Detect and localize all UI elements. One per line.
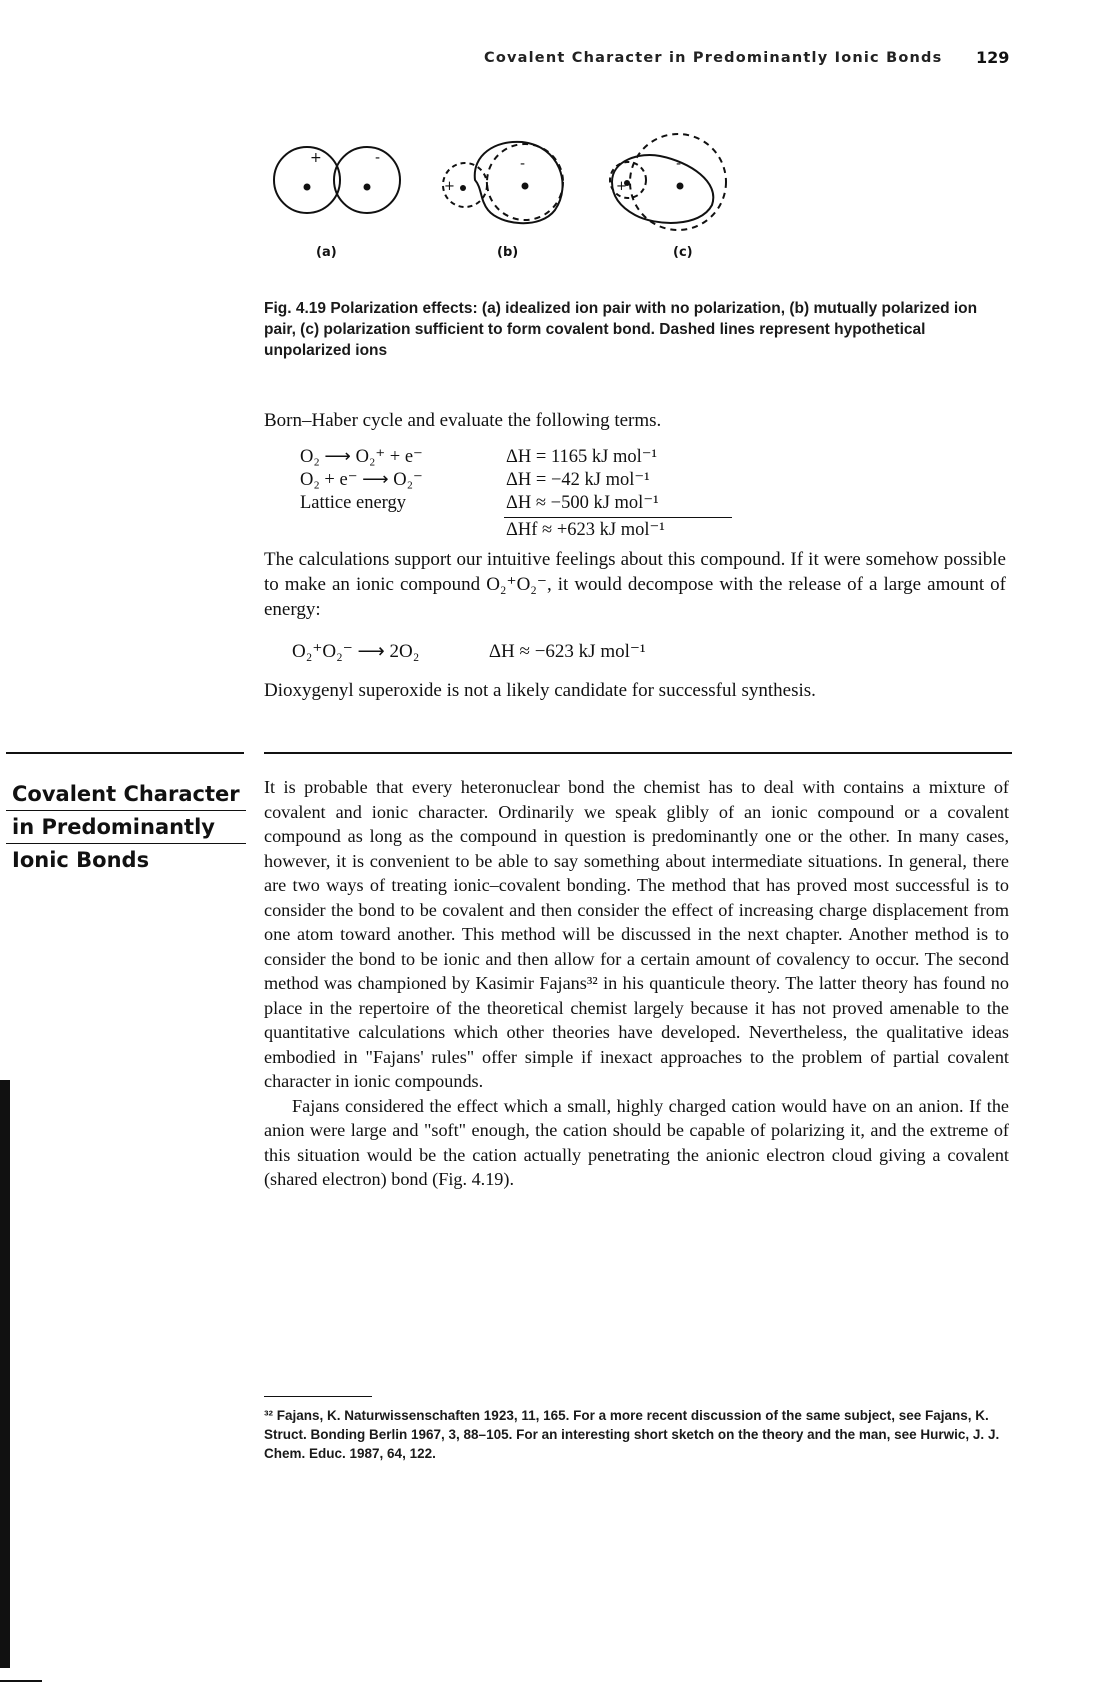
panel-c-minus: -	[676, 156, 681, 172]
conclusion-text: Dioxygenyl superoxide is not a likely ca…	[264, 680, 816, 701]
page-edge-shadow	[0, 1080, 10, 1668]
body-paragraph-1: It is probable that every heteronuclear …	[264, 777, 1009, 1091]
page-edge-rule	[0, 1680, 42, 1682]
decomposition-reaction: O₂⁺O₂⁻ ⟶ 2O₂	[292, 641, 420, 662]
page-number: 129	[976, 48, 1010, 67]
panel-label-c: (c)	[673, 245, 693, 260]
equation-enthalpy: ΔH ≈ −500 kJ mol⁻¹	[506, 493, 659, 513]
decomposition-enthalpy: ΔH ≈ −623 kJ mol⁻¹	[488, 641, 646, 662]
equation-enthalpy: ΔH = 1165 kJ mol⁻¹	[506, 447, 658, 467]
decomposition-equation: O₂⁺O₂⁻ ⟶ 2O₂ ΔH ≈ −623 kJ mol⁻¹	[292, 640, 646, 663]
panel-b-ion-pair	[442, 140, 564, 225]
figure-caption: Fig. 4.19 Polarization effects: (a) idea…	[264, 298, 1004, 361]
section-rule-left	[6, 752, 244, 754]
section-rule-right	[264, 752, 1012, 754]
footnote-rule	[264, 1396, 372, 1397]
panel-label-a: (a)	[316, 245, 337, 260]
panel-label-b: (b)	[497, 245, 519, 260]
running-head: Covalent Character in Predominantly Ioni…	[484, 50, 943, 66]
panel-c-plus: +	[616, 179, 627, 194]
section-body: It is probable that every heteronuclear …	[264, 775, 1009, 1192]
panel-b-plus: +	[444, 179, 455, 194]
born-haber-equations: O₂ ⟶ O₂⁺ + e⁻ ΔH = 1165 kJ mol⁻¹ O₂ + e⁻…	[300, 446, 740, 542]
section-title-line: in Predominantly	[6, 811, 246, 844]
section-title-line: Covalent Character	[6, 778, 246, 811]
panel-c-covalent	[609, 133, 727, 231]
equation-enthalpy: ΔH = −42 kJ mol⁻¹	[506, 470, 650, 490]
panel-a-ion-pair	[273, 146, 401, 214]
section-title: Covalent Character in Predominantly Ioni…	[6, 778, 246, 876]
figure-caption-label: Fig. 4.19	[264, 300, 327, 317]
calculation-paragraph: The calculations support our intuitive f…	[264, 549, 1006, 620]
panel-a-minus: -	[375, 150, 380, 166]
equation-reaction: O₂ + e⁻ ⟶ O₂⁻	[300, 470, 423, 490]
sum-divider	[504, 517, 732, 518]
equation-reaction: O₂ ⟶ O₂⁺ + e⁻	[300, 447, 423, 467]
equation-reaction: Lattice energy	[300, 493, 406, 513]
equation-enthalpy-total: ΔHf ≈ +623 kJ mol⁻¹	[506, 520, 665, 540]
footnote: ³² Fajans, K. Naturwissenschaften 1923, …	[264, 1408, 1000, 1461]
figure-caption-text: Polarization effects: (a) idealized ion …	[264, 300, 978, 359]
intro-text: Born–Haber cycle and evaluate the follow…	[264, 410, 662, 431]
polarization-figure: + - + - + -	[273, 133, 727, 231]
panel-a-plus: +	[310, 150, 322, 166]
panel-b-minus: -	[520, 156, 525, 172]
section-title-line: Ionic Bonds	[12, 848, 150, 872]
body-paragraph-2: Fajans considered the effect which a sma…	[264, 1095, 1009, 1190]
